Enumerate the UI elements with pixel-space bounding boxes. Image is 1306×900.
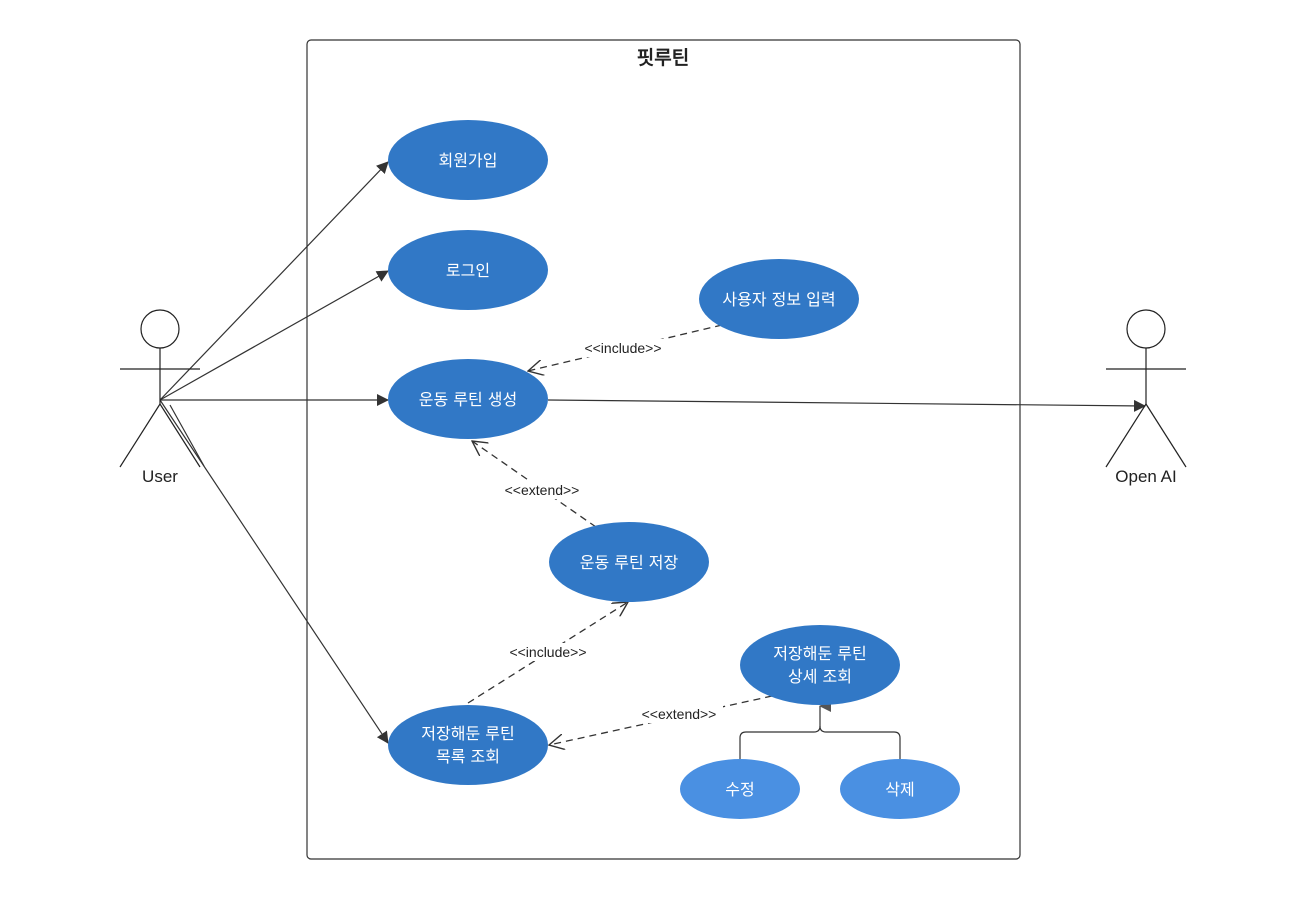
gen-delete-line bbox=[819, 725, 901, 765]
use-case-login[interactable]: 로그인 bbox=[388, 230, 548, 310]
extend-save-label: <<extend>> bbox=[505, 482, 580, 498]
include-save-line bbox=[467, 602, 628, 704]
use-case-edit-label: 수정 bbox=[725, 780, 754, 799]
use-case-signup-label: 회원가입 bbox=[439, 151, 498, 170]
assoc-user-signup bbox=[159, 161, 389, 401]
actor-openai-label: Open AI bbox=[1115, 467, 1176, 486]
actor-openai[interactable]: Open AI bbox=[1105, 309, 1187, 486]
use-case-signup[interactable]: 회원가입 bbox=[388, 120, 548, 200]
use-case-delete[interactable]: 삭제 bbox=[840, 759, 960, 819]
actor-user[interactable]: User bbox=[119, 309, 201, 486]
use-case-saved-list-label-line1: 저장해둔 루틴 bbox=[421, 724, 514, 743]
actor-openai-head bbox=[1126, 309, 1166, 349]
use-case-delete-label: 삭제 bbox=[885, 780, 914, 799]
use-case-save-routine[interactable]: 운동 루틴 저장 bbox=[549, 522, 709, 602]
use-case-save-routine-label: 운동 루틴 저장 bbox=[580, 553, 679, 572]
system-boundary bbox=[306, 39, 1021, 860]
assoc-user-login bbox=[159, 270, 389, 401]
assoc-create-openai bbox=[547, 399, 1146, 412]
use-case-saved-list-label-line2: 목록 조회 bbox=[436, 747, 500, 766]
assoc-user-saved-list bbox=[159, 399, 389, 744]
include-user-info-label: <<include>> bbox=[584, 340, 661, 356]
generalization-lines bbox=[739, 700, 901, 765]
use-case-create-routine[interactable]: 운동 루틴 생성 bbox=[388, 359, 548, 439]
assoc-user-saved-list-2 bbox=[169, 404, 205, 467]
system-title: 핏루틴 bbox=[637, 47, 689, 69]
extend-detail-label: <<extend>> bbox=[642, 706, 717, 722]
use-case-saved-list[interactable]: 저장해둔 루틴 목록 조회 bbox=[388, 705, 548, 785]
include-save-label: <<include>> bbox=[509, 644, 586, 660]
gen-edit-line bbox=[739, 700, 831, 765]
use-case-login-label: 로그인 bbox=[446, 261, 490, 280]
actor-user-head bbox=[140, 309, 180, 349]
use-case-create-routine-label: 운동 루틴 생성 bbox=[419, 390, 518, 409]
use-case-user-info-input-label: 사용자 정보 입력 bbox=[722, 290, 835, 309]
user-associations bbox=[159, 161, 389, 744]
use-case-saved-detail-label-line1: 저장해둔 루틴 bbox=[773, 644, 866, 663]
use-case-user-info-input[interactable]: 사용자 정보 입력 bbox=[699, 259, 859, 339]
actor-user-label: User bbox=[142, 467, 178, 486]
use-case-saved-detail[interactable]: 저장해둔 루틴 상세 조회 bbox=[740, 625, 900, 705]
relationship-labels: <<include>> <<extend>> <<include>> <<ext… bbox=[498, 339, 723, 723]
use-case-saved-detail-label-line2: 상세 조회 bbox=[788, 667, 852, 686]
use-case-edit[interactable]: 수정 bbox=[680, 759, 800, 819]
